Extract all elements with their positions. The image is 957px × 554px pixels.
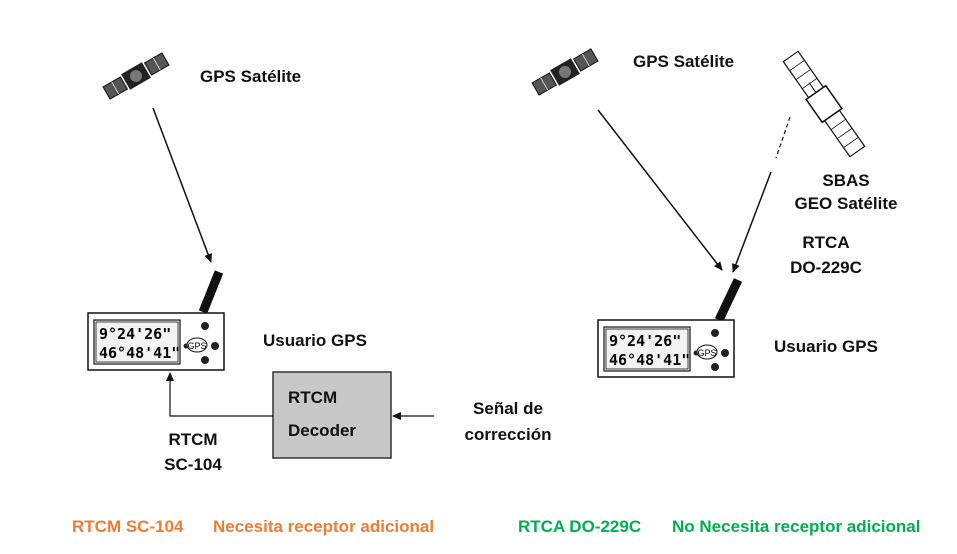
gps-satellite-icon-right — [531, 48, 599, 96]
antenna-left — [198, 270, 224, 314]
display-coord-1-right: 9°24'26" — [609, 332, 681, 350]
antenna-right — [714, 278, 743, 322]
rtcm-standard-label-line1: RTCM — [168, 430, 218, 449]
display-coord-2-left: 46°48'41" — [99, 344, 180, 362]
sbas-dashed-link — [775, 116, 791, 159]
decoder-label-line2: Decoder — [288, 421, 357, 440]
gps-badge-right: GPS — [697, 348, 716, 358]
gps-satellite-icon-left — [102, 52, 170, 100]
gps-badge-left: GPS — [187, 341, 206, 351]
signal-arrow-sbas — [732, 171, 772, 273]
gps-receiver-left — [87, 312, 225, 371]
rtcm-decoder-box — [272, 371, 392, 459]
footer-left-code: RTCM SC-104 — [72, 517, 184, 536]
correction-signal-label-line1: Señal de — [473, 399, 543, 418]
footer-right-note: No Necesita receptor adicional — [672, 517, 921, 536]
rtca-label-line2: DO-229C — [790, 258, 862, 277]
gps-user-label-left: Usuario GPS — [263, 331, 367, 350]
correction-signal-label-line2: corrección — [464, 425, 552, 444]
gps-user-label-right: Usuario GPS — [774, 337, 878, 356]
gps-satellite-label-left: GPS Satélite — [200, 67, 302, 86]
display-coord-2-right: 46°48'41" — [609, 351, 690, 369]
sbas-geo-satellite-icon — [782, 50, 866, 158]
sbas-label-line2: GEO Satélite — [794, 194, 898, 213]
footer-left-note: Necesita receptor adicional — [213, 517, 435, 536]
decoder-label-line1: RTCM — [288, 388, 338, 407]
gps-receiver-right — [597, 319, 735, 378]
rtcm-standard-label-line2: SC-104 — [164, 455, 222, 474]
signal-arrow-gps-right — [597, 109, 723, 271]
decoder-to-receiver-arrow — [166, 372, 273, 417]
display-coord-1-left: 9°24'26" — [99, 325, 171, 343]
gps-satellite-label-right: GPS Satélite — [633, 52, 735, 71]
rtca-label-line1: RTCA — [802, 233, 850, 252]
footer-right-code: RTCA DO-229C — [518, 517, 642, 536]
signal-arrow-left — [152, 107, 212, 263]
sbas-label-line1: SBAS — [822, 171, 870, 190]
